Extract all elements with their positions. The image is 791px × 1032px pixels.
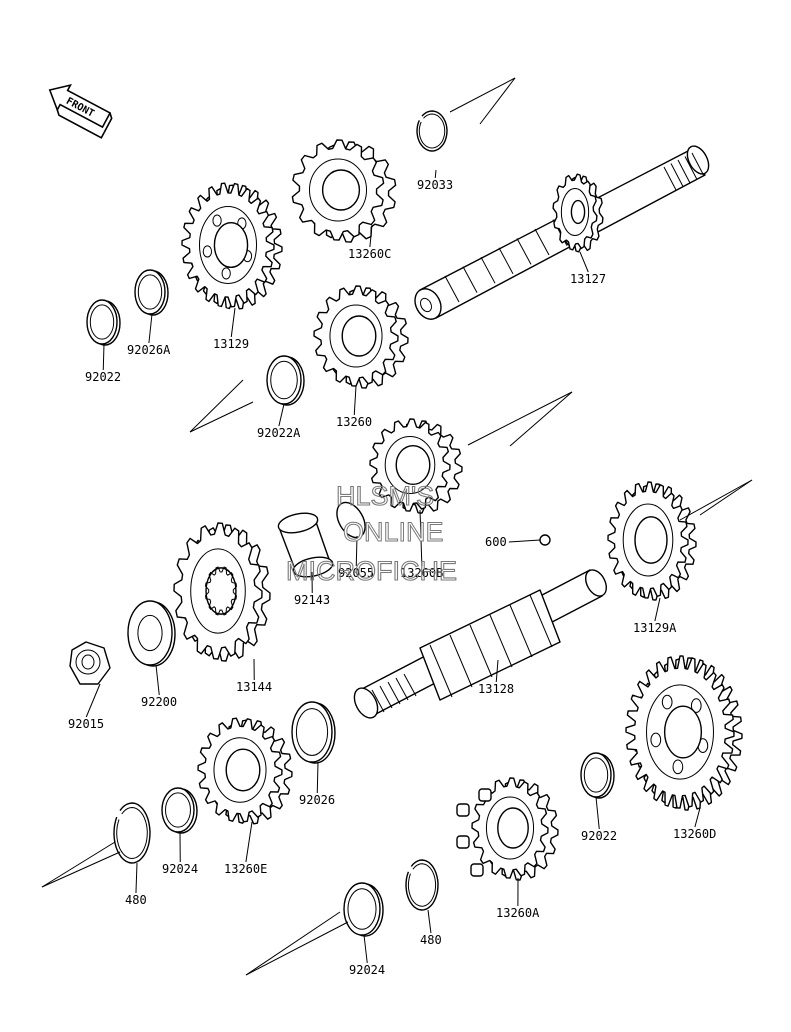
gear-13260D bbox=[625, 655, 743, 811]
washer-92024-lower bbox=[343, 882, 384, 937]
part-label-13260E: 13260E bbox=[224, 862, 267, 876]
circlip-480-lower bbox=[405, 859, 439, 911]
part-label-480b: 480 bbox=[420, 933, 442, 947]
part-label-92024b: 92024 bbox=[349, 963, 385, 977]
gear-13260E bbox=[197, 717, 293, 825]
gear-13260A bbox=[471, 777, 559, 881]
watermark-line-3: MICROFICHE bbox=[286, 556, 457, 586]
circlip-480-left bbox=[113, 802, 151, 864]
ring-92055 bbox=[336, 501, 366, 539]
part-label-92026A: 92026A bbox=[127, 343, 171, 357]
dogs-13260A bbox=[456, 788, 492, 877]
ball-600 bbox=[539, 534, 551, 546]
washer-92026 bbox=[291, 701, 336, 764]
washer-92200 bbox=[127, 600, 176, 667]
part-label-92022a: 92022 bbox=[85, 370, 121, 384]
part-label-13260D: 13260D bbox=[673, 827, 716, 841]
shaft-13128 bbox=[353, 569, 608, 719]
part-label-600: 600 bbox=[485, 535, 507, 549]
nut-92015 bbox=[69, 641, 111, 685]
front-arrow-icon: FRONT bbox=[48, 83, 113, 139]
bushing-92143 bbox=[277, 512, 334, 578]
washer-92024-left bbox=[161, 787, 198, 834]
part-label-13129A: 13129A bbox=[633, 621, 677, 635]
part-label-92024a: 92024 bbox=[162, 862, 198, 876]
part-label-92055: 92055 bbox=[338, 566, 374, 580]
part-label-13260B: 13260B bbox=[400, 566, 443, 580]
part-label-92015: 92015 bbox=[68, 717, 104, 731]
part-label-13144: 13144 bbox=[236, 680, 272, 694]
part-label-13128: 13128 bbox=[478, 682, 514, 696]
diagram-artwork: FRONT bbox=[41, 77, 753, 976]
watermark: HLSM'S ONLINE MICROFICHE bbox=[285, 480, 457, 586]
gear-13127-integral bbox=[552, 173, 604, 253]
part-label-92200: 92200 bbox=[141, 695, 177, 709]
part-labels: 92033 13260C 13127 13129 92026A 92022 13260 920… bbox=[68, 169, 716, 977]
part-label-92022b: 92022 bbox=[581, 829, 617, 843]
gear-13260C bbox=[291, 139, 397, 243]
gear-13260 bbox=[313, 285, 409, 389]
circlip-92033 bbox=[416, 110, 448, 152]
gear-13260B bbox=[369, 418, 463, 514]
part-label-13260A: 13260A bbox=[496, 906, 540, 920]
part-label-92022A: 92022A bbox=[257, 426, 301, 440]
part-label-92143: 92143 bbox=[294, 593, 330, 607]
part-label-92033: 92033 bbox=[417, 178, 453, 192]
part-label-13260C: 13260C bbox=[348, 247, 391, 261]
gear-13129A bbox=[607, 481, 697, 601]
part-label-92026: 92026 bbox=[299, 793, 335, 807]
watermark-line-1: HLSM'S bbox=[336, 481, 434, 511]
gear-13129 bbox=[181, 182, 283, 310]
part-label-480a: 480 bbox=[125, 893, 147, 907]
watermark-line-2: ONLINE bbox=[343, 517, 444, 547]
washer-92022-lower bbox=[580, 752, 615, 799]
part-label-13127: 13127 bbox=[570, 272, 606, 286]
part-label-13129: 13129 bbox=[213, 337, 249, 351]
part-label-13260: 13260 bbox=[336, 415, 372, 429]
washer-92022-upper bbox=[86, 299, 121, 346]
gear-13144 bbox=[173, 522, 271, 662]
washer-92022A bbox=[266, 355, 305, 406]
washer-92026A bbox=[134, 269, 169, 316]
